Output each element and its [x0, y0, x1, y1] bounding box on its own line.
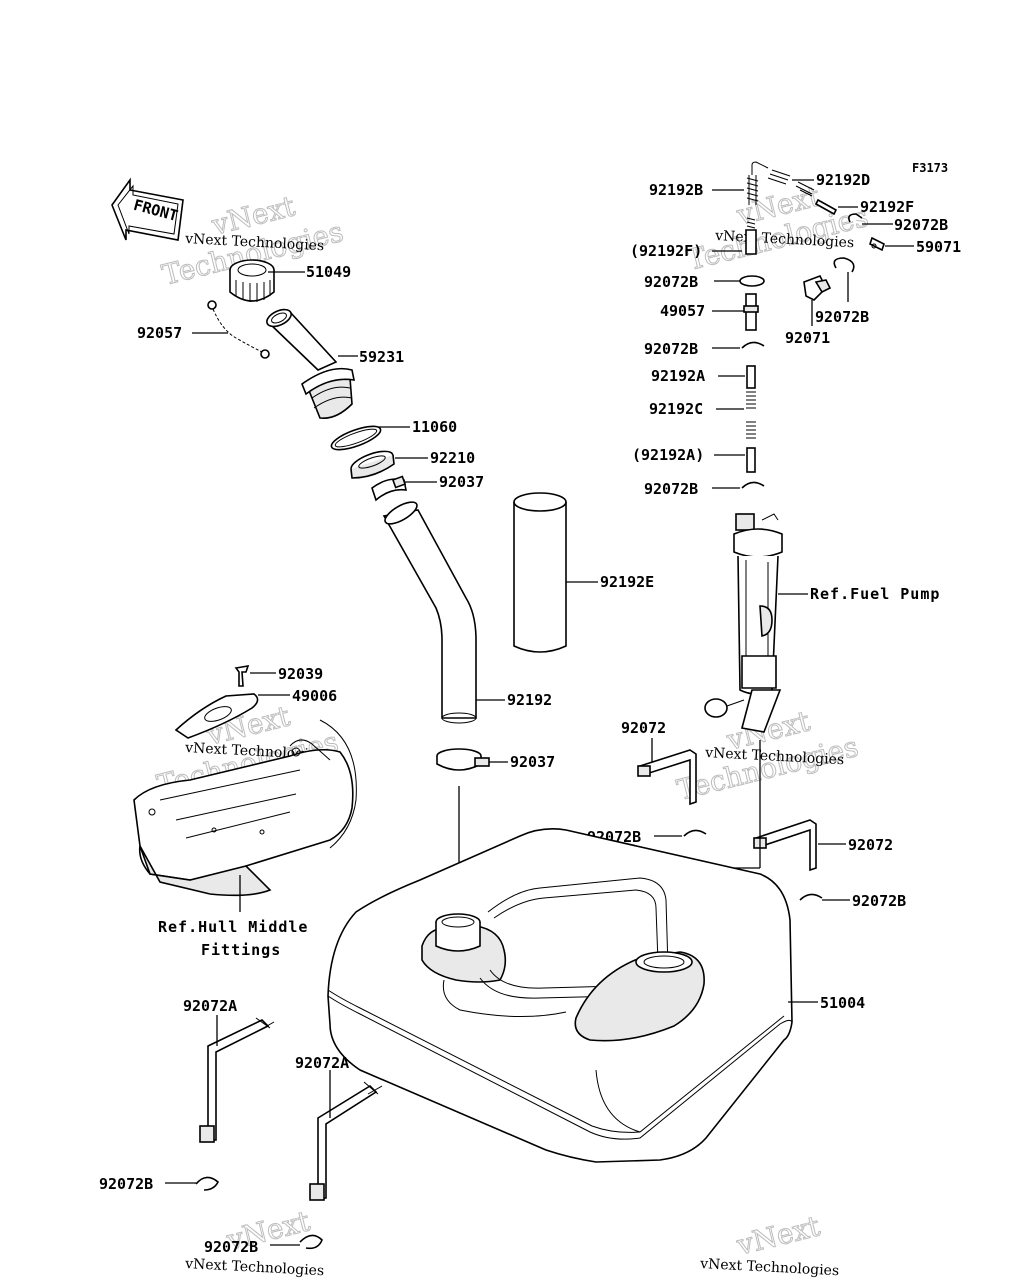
spring-92192B	[746, 161, 769, 205]
label-92072B-l3: 92072B	[644, 480, 698, 498]
label-92071: 92071	[785, 329, 830, 347]
clip-92072B-bl	[195, 1176, 219, 1191]
oring-11060	[330, 425, 382, 451]
strap-92072A-right	[309, 1081, 383, 1201]
label-49057: 49057	[660, 302, 705, 320]
clip-92072B-l1	[739, 275, 765, 287]
spring-92192D	[767, 169, 791, 185]
label-92072-b: 92072	[848, 836, 893, 854]
label-92072B-bl: 92072B	[99, 1175, 153, 1193]
label-92072B-rt: 92072B	[852, 892, 906, 910]
nipple-59071	[869, 236, 885, 252]
label-92192B-top: 92192B	[649, 181, 703, 199]
tube-92192E	[513, 492, 567, 653]
label-92072B-l1: 92072B	[644, 273, 698, 291]
label-92072A-right: 92072A	[295, 1054, 349, 1072]
label-92072B-r2: 92072B	[815, 308, 869, 326]
label-92192: 92192	[507, 691, 552, 709]
label-92192E: 92192E	[600, 573, 654, 591]
watermark-text-4: vNext Technologies	[704, 745, 845, 768]
label-49006: 49006	[292, 687, 337, 705]
tube-92192A-paren	[746, 447, 756, 473]
label-92037-top: 92037	[439, 473, 484, 491]
spring-92192C	[746, 391, 756, 439]
diagram-code: F3173	[912, 161, 948, 175]
tube-92192A	[746, 365, 756, 389]
pipe-49057	[743, 293, 759, 331]
tube-92192F-paren	[745, 217, 757, 255]
label-92037-low: 92037	[510, 753, 555, 771]
label-92072A-left: 92072A	[183, 997, 237, 1015]
clip-92072B-l3	[741, 481, 765, 489]
strap-92072A-left	[199, 1017, 275, 1143]
label-92192D: 92192D	[816, 171, 870, 189]
label-11060: 11060	[412, 418, 457, 436]
chain-92057	[207, 300, 270, 359]
clip-92072B-mid	[683, 829, 707, 837]
nut-92210	[350, 450, 395, 479]
clamp-92037-top	[371, 475, 408, 502]
spring-92192F-group	[795, 181, 838, 216]
label-92210: 92210	[430, 449, 475, 467]
hull-middle-fittings	[133, 719, 357, 897]
label-92039: 92039	[278, 665, 323, 683]
fuel-pump-reference	[704, 513, 783, 733]
label-92192A: 92192A	[651, 367, 705, 385]
ref-fuel-pump: Ref.Fuel Pump	[810, 585, 940, 603]
ref-hull-line1: Ref.Hull Middle	[158, 918, 308, 936]
label-92192F: 92192F	[860, 198, 914, 216]
watermark-text-5: vNext Technologies	[184, 1256, 325, 1279]
front-arrow-icon: FRONT	[111, 177, 184, 241]
filler-cap-51049	[229, 259, 275, 302]
strap-92072-a	[637, 749, 697, 806]
bracket-49006	[174, 693, 259, 739]
label-59071: 59071	[916, 238, 961, 256]
label-92072-a: 92072	[621, 719, 666, 737]
label-92192C: 92192C	[649, 400, 703, 418]
label-92072B-r1: 92072B	[894, 216, 948, 234]
label-59231: 59231	[359, 348, 404, 366]
label-92192A-paren: (92192A)	[632, 446, 704, 464]
label-92192F-paren: (92192F)	[630, 242, 702, 260]
clip-92072B-bb	[299, 1234, 323, 1250]
watermark-vnext-6: vNext	[733, 1209, 824, 1262]
filler-neck-59231	[266, 308, 356, 420]
label-92072B-bb: 92072B	[204, 1238, 258, 1256]
fuel-tank-51004	[327, 828, 793, 1163]
hose-92192	[382, 501, 477, 724]
clip-92072B-r2	[833, 257, 855, 273]
watermark-text-1: vNext Technologies	[184, 231, 325, 254]
label-92057: 92057	[137, 324, 182, 342]
clip-92072B-rt	[799, 893, 823, 901]
label-51004: 51004	[820, 994, 865, 1012]
rivet-92039	[234, 664, 250, 687]
watermark-text-6: vNext Technologies	[699, 1256, 840, 1279]
clip-92072B-r1	[848, 213, 863, 223]
ref-hull-line2: Fittings	[201, 941, 281, 959]
clamp-92037-low	[436, 748, 490, 771]
clip-92072B-l2	[741, 341, 765, 349]
label-51049: 51049	[306, 263, 351, 281]
valve-92071	[803, 274, 832, 301]
watermark-bottom-right: vNext vNext Technologies	[699, 1209, 840, 1279]
strap-92072-b	[753, 819, 817, 872]
label-92072B-l2: 92072B	[644, 340, 698, 358]
